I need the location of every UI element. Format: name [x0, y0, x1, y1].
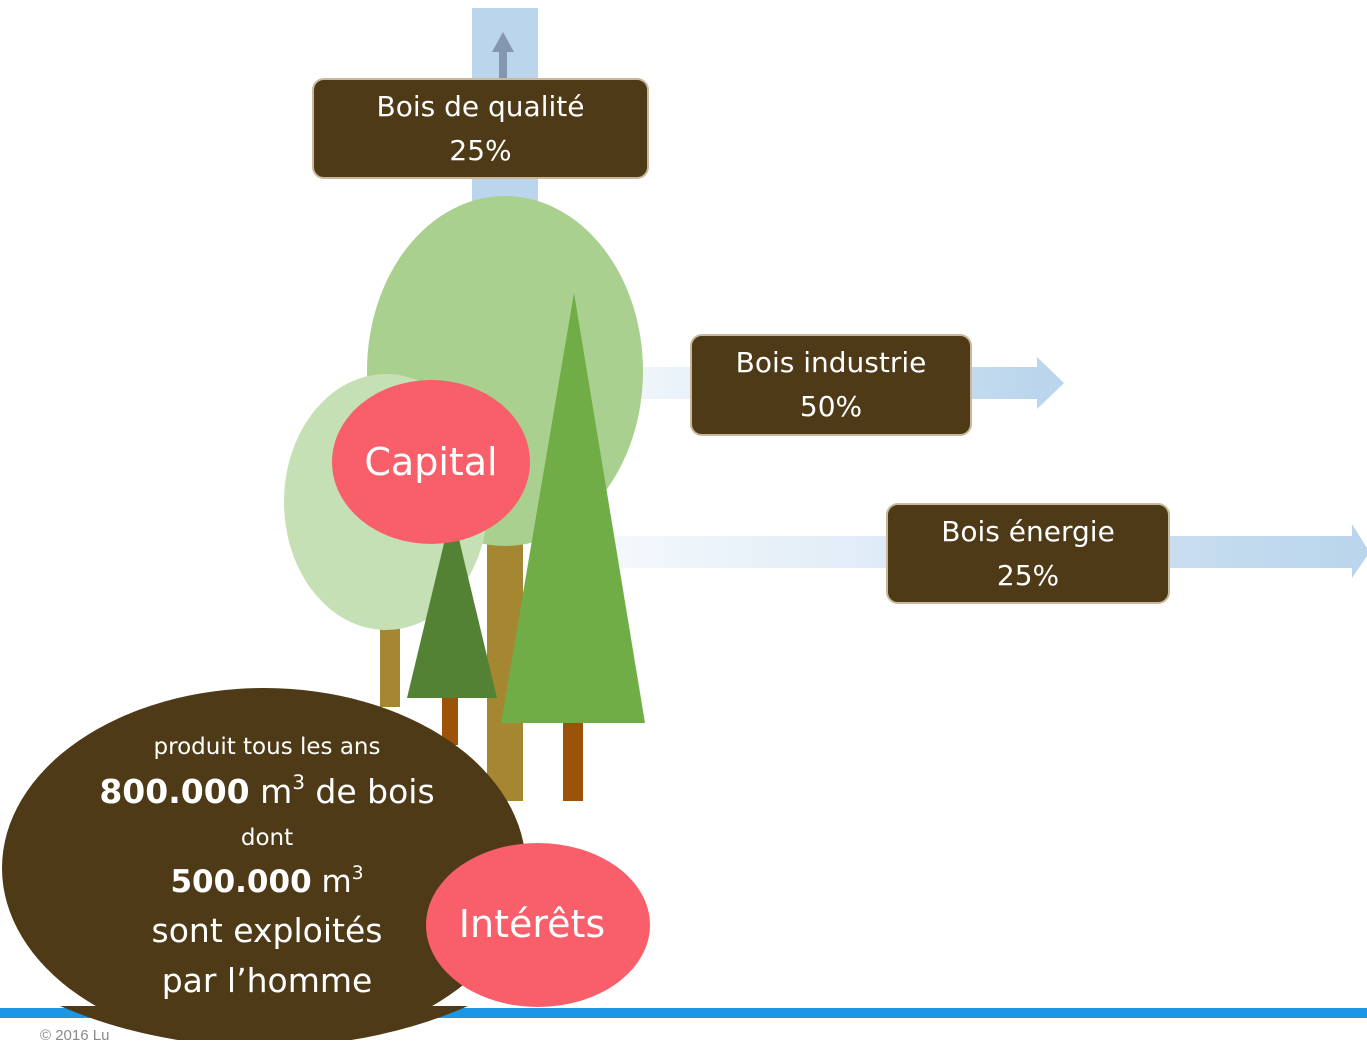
box-bois-industrie-label: Bois industrie [735, 346, 927, 379]
arrow-up-stem [499, 50, 507, 80]
capital-ellipse [332, 380, 530, 544]
arrow-up-head [492, 32, 514, 52]
tree-conifer-dark [407, 510, 497, 698]
footer-rule [0, 1008, 1367, 1018]
interets-ellipse [426, 843, 650, 1007]
production-unit1: m [260, 772, 293, 811]
box-bois-industrie: Bois industrie 50% [690, 334, 972, 436]
trunk-left [380, 612, 400, 707]
production-unit2: m [321, 864, 352, 900]
copyright-text: © 2016 Lu [40, 1027, 110, 1044]
production-amount-exploited: 500.000 [170, 864, 312, 900]
production-exp1: 3 [292, 771, 305, 795]
trunk-small [442, 695, 458, 745]
arrow-energie-head [1352, 524, 1367, 578]
production-exp2: 3 [351, 862, 364, 884]
production-line5: sont exploités [151, 911, 383, 950]
box-bois-energie-percent: 25% [996, 558, 1060, 592]
production-line2: 800.000 m3 de bois [60, 766, 474, 818]
box-bois-qualite-percent: 25% [449, 133, 512, 167]
box-bois-energie-label: Bois énergie [941, 514, 1115, 548]
arrow-industrie-head [1037, 357, 1064, 409]
trunk-right [563, 720, 583, 801]
box-bois-qualite: Bois de qualité 25% [312, 78, 649, 179]
box-bois-energie: Bois énergie 25% [886, 503, 1170, 604]
box-bois-industrie-percent: 50% [799, 390, 863, 423]
production-ellipse [2, 688, 526, 1040]
production-amount-total: 800.000 [99, 772, 250, 811]
production-text: produit tous les ans 800.000 m3 de bois … [60, 728, 474, 1006]
production-line1: produit tous les ans [153, 734, 381, 760]
production-line6: par l’homme [161, 961, 373, 1000]
production-suffix1: de bois [304, 772, 435, 811]
production-line3: dont [240, 825, 294, 851]
box-bois-qualite-label: Bois de qualité [376, 89, 585, 123]
interets-label: Intérêts [458, 902, 606, 946]
production-line4: 500.000 m3 [60, 858, 474, 906]
tree-conifer-green [501, 293, 645, 723]
capital-label: Capital [364, 440, 498, 484]
